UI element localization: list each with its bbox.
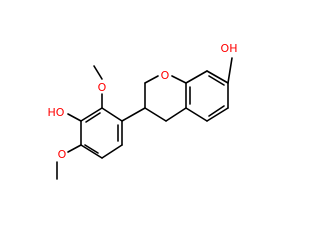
methoxy-lower-oxygen-label: O (58, 148, 67, 161)
bond (165, 107, 187, 122)
pyran-ring: O (144, 69, 187, 122)
methoxy-upper-oxygen-label: O (98, 81, 107, 94)
bond (185, 107, 208, 122)
bond (121, 107, 146, 122)
chromane-hydroxyl-group: OH (221, 42, 238, 84)
chromane-oh-label: OH (221, 42, 238, 55)
bond (67, 144, 82, 153)
bond (227, 57, 233, 84)
chemical-structure-diagram: O HO O O OH (48, 42, 238, 180)
bond (206, 70, 229, 84)
double-bond-inner (208, 105, 225, 117)
bond (185, 70, 208, 84)
double-bond-inner (84, 144, 99, 154)
bond (206, 107, 229, 122)
phenol-oh-label: HO (48, 106, 65, 119)
double-bond-inner (208, 75, 225, 86)
bond (101, 144, 123, 159)
bond (144, 107, 167, 122)
bond (93, 65, 103, 80)
double-bond-inner (85, 112, 101, 123)
bond (171, 75, 187, 84)
bond (67, 113, 82, 122)
bond (144, 75, 159, 84)
phenol-hydroxyl-group: HO (48, 106, 82, 122)
bond (80, 107, 103, 122)
methoxy-group-lower: O (56, 144, 82, 180)
ring-oxygen-label: O (161, 69, 170, 82)
bond (101, 107, 123, 122)
bond (80, 144, 103, 159)
right-benzene-ring (185, 70, 229, 122)
left-benzene-ring (80, 107, 123, 159)
methoxy-group-upper: O (93, 65, 107, 109)
